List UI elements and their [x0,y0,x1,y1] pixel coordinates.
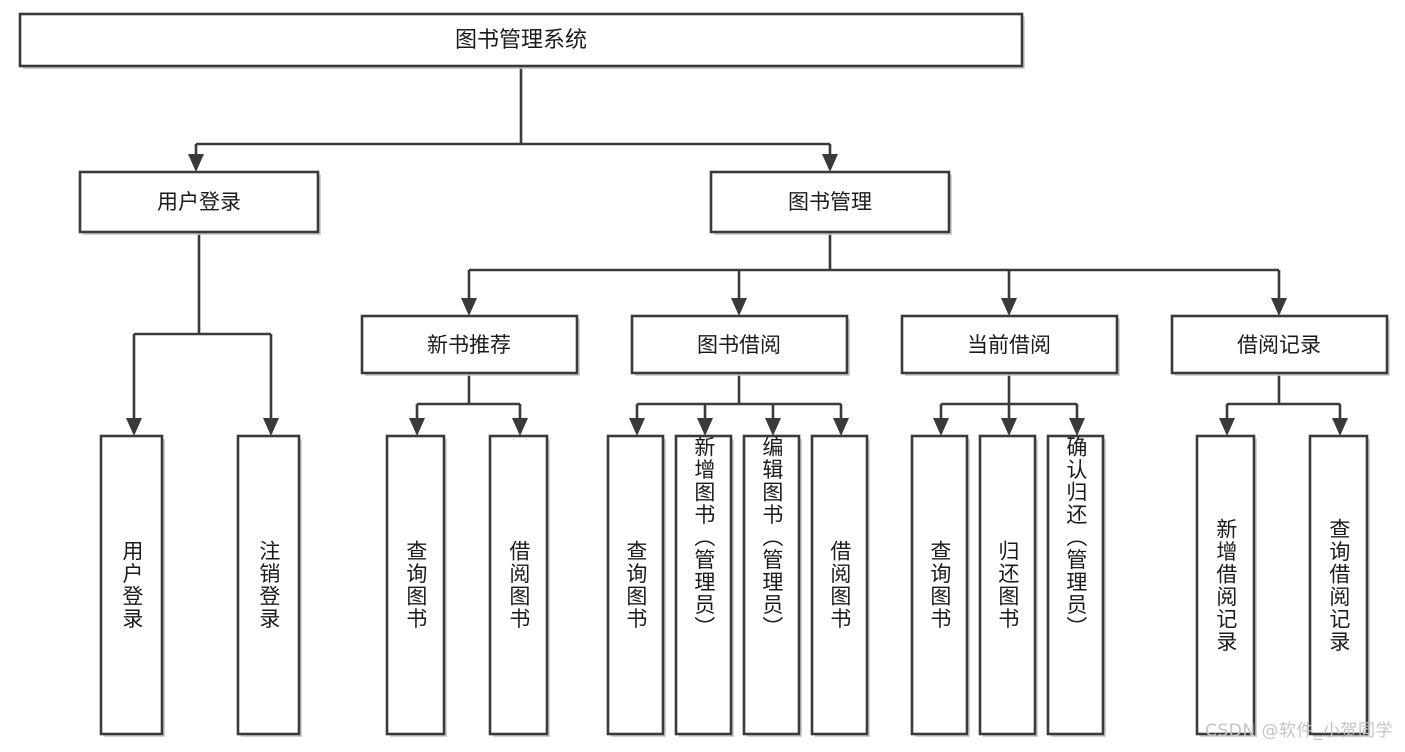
arrow-book-manage [822,154,838,172]
arrow-leaf-query-book-1 [409,418,425,436]
node-leaf-query-book-2[interactable] [606,434,666,737]
node-book-borrow[interactable]: 图书借阅 [630,314,850,376]
arrow-current-borrow [1001,298,1017,316]
node-leaf-query-book-3[interactable] [910,434,970,737]
arrow-borrow-record [1271,298,1287,316]
node-leaf-confirm-return[interactable] [1046,434,1106,737]
node-current-borrow-label: 当前借阅 [967,333,1051,357]
node-book-manage-label: 图书管理 [788,190,872,214]
arrow-leaf-user-login [126,418,142,436]
node-user-login[interactable]: 用户登录 [78,170,321,235]
arrow-leaf-borrow-book-2 [833,418,849,436]
node-root[interactable]: 图书管理系统 [18,12,1025,69]
node-leaf-borrow-book-2[interactable] [810,434,870,737]
arrow-leaf-return-book [1001,418,1017,436]
node-leaf-add-book[interactable] [674,434,734,737]
node-leaf-query-book-1[interactable] [385,434,447,737]
arrow-leaf-query-book-2 [629,418,645,436]
node-leaf-query-record[interactable] [1308,434,1370,737]
arrow-leaf-edit-book [765,418,781,436]
arrow-leaf-user-logout [263,418,279,436]
leaf-box-layer [99,434,1370,737]
arrow-new-book-recommend [461,298,477,316]
connector-layer [126,66,1348,436]
node-leaf-user-login[interactable] [99,434,165,737]
node-leaf-add-record[interactable] [1195,434,1257,737]
arrow-leaf-add-record [1219,418,1235,436]
node-leaf-user-logout[interactable] [236,434,302,737]
node-leaf-edit-book[interactable] [742,434,802,737]
node-borrow-record-label: 借阅记录 [1237,333,1321,357]
node-new-book-recommend-label: 新书推荐 [427,333,511,357]
node-leaf-return-book[interactable] [978,434,1038,737]
arrow-leaf-borrow-book-1 [512,418,528,436]
node-new-book-recommend[interactable]: 新书推荐 [360,314,580,376]
arrow-book-borrow [731,298,747,316]
node-book-borrow-label: 图书借阅 [697,333,781,357]
node-book-manage[interactable]: 图书管理 [709,170,952,235]
arrow-leaf-confirm-return [1069,418,1085,436]
node-root-label: 图书管理系统 [455,28,587,53]
arrow-user-login [188,154,204,172]
csdn-watermark: CSDN @软件_小贺同学 [1205,721,1393,741]
arrow-leaf-add-book [697,418,713,436]
node-current-borrow[interactable]: 当前借阅 [900,314,1120,376]
node-user-login-label: 用户登录 [157,190,241,214]
arrow-leaf-query-book-3 [933,418,949,436]
node-leaf-borrow-book-1[interactable] [488,434,550,737]
arrow-leaf-query-record [1332,418,1348,436]
node-borrow-record[interactable]: 借阅记录 [1170,314,1390,376]
